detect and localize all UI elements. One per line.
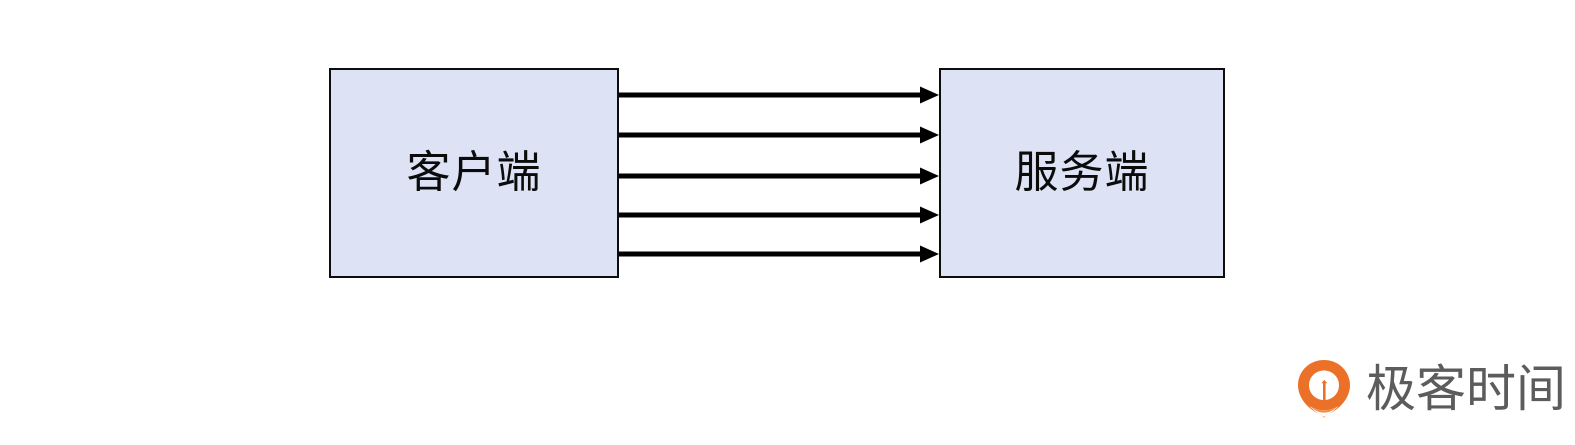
connector-arrow-1 (619, 86, 939, 104)
geektime-logo-icon (1298, 360, 1350, 418)
watermark-logo: 极客时间 (1296, 356, 1566, 422)
watermark-brand-text: 极客时间 (1366, 361, 1566, 417)
connector-arrow-3 (619, 167, 939, 185)
connector-arrow-5 (619, 245, 939, 263)
connector-arrow-2 (619, 126, 939, 144)
node-client-label: 客户端 (406, 148, 542, 197)
node-client: 客户端 (329, 68, 619, 278)
node-server-label: 服务端 (1014, 148, 1150, 197)
node-server: 服务端 (939, 68, 1225, 278)
connector-arrow-4 (619, 206, 939, 224)
